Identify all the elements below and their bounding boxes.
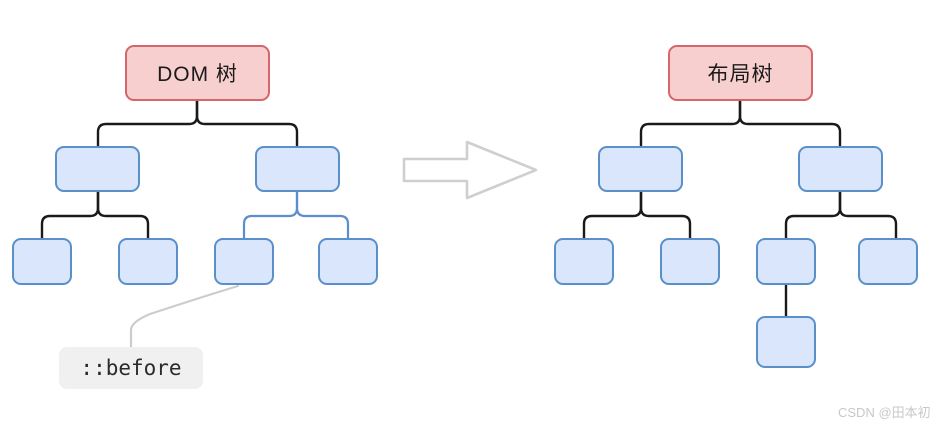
watermark-text: CSDN @田本初 xyxy=(838,405,931,420)
dom-tree-level2-node-2[interactable] xyxy=(255,146,340,192)
watermark: CSDN @田本初 xyxy=(838,402,931,421)
edge-right-root-to-child2 xyxy=(738,99,842,148)
layout-tree-leaf-3[interactable] xyxy=(756,238,816,285)
layout-tree-level2-node-1[interactable] xyxy=(598,146,683,192)
layout-tree-pseudo-node[interactable] xyxy=(756,316,816,368)
layout-tree-root-label: 布局树 xyxy=(707,63,774,86)
layout-tree-root-node[interactable]: 布局树 xyxy=(668,45,813,101)
edge-left-n2-to-leaf4 xyxy=(295,190,350,240)
dom-tree-leaf-2[interactable] xyxy=(118,238,178,285)
dom-tree-root-node[interactable]: DOM 树 xyxy=(125,45,270,101)
edge-left-root-to-child1 xyxy=(96,99,199,148)
dom-tree-root-label: DOM 树 xyxy=(157,63,238,86)
pseudo-element-label[interactable]: ::before xyxy=(59,347,203,389)
dom-tree-level2-node-1[interactable] xyxy=(55,146,140,192)
edge-left-n1-to-leaf2 xyxy=(96,190,150,240)
layout-tree-level2-node-2[interactable] xyxy=(798,146,883,192)
dom-tree-leaf-1[interactable] xyxy=(12,238,72,285)
pseudo-element-label-text: ::before xyxy=(80,356,182,380)
edge-left-root-to-child2 xyxy=(195,99,299,148)
edge-right-root-to-child1 xyxy=(639,99,742,148)
layout-tree-leaf-1[interactable] xyxy=(554,238,614,285)
transform-arrow-icon xyxy=(402,140,538,200)
dom-tree-leaf-3[interactable] xyxy=(214,238,274,285)
edge-left-n2-to-leaf3 xyxy=(242,190,299,240)
edge-right-n1-to-leaf1 xyxy=(582,190,643,240)
edge-left-n1-to-leaf1 xyxy=(40,190,100,240)
edge-pseudo-label-to-leaf3 xyxy=(129,284,240,349)
edge-right-n1-to-leaf2 xyxy=(639,190,692,240)
edge-right-n2-to-leaf3 xyxy=(784,190,842,240)
layout-tree-leaf-4[interactable] xyxy=(858,238,918,285)
dom-tree-leaf-4[interactable] xyxy=(318,238,378,285)
layout-tree-leaf-2[interactable] xyxy=(660,238,720,285)
edge-right-n2-to-leaf4 xyxy=(838,190,898,240)
